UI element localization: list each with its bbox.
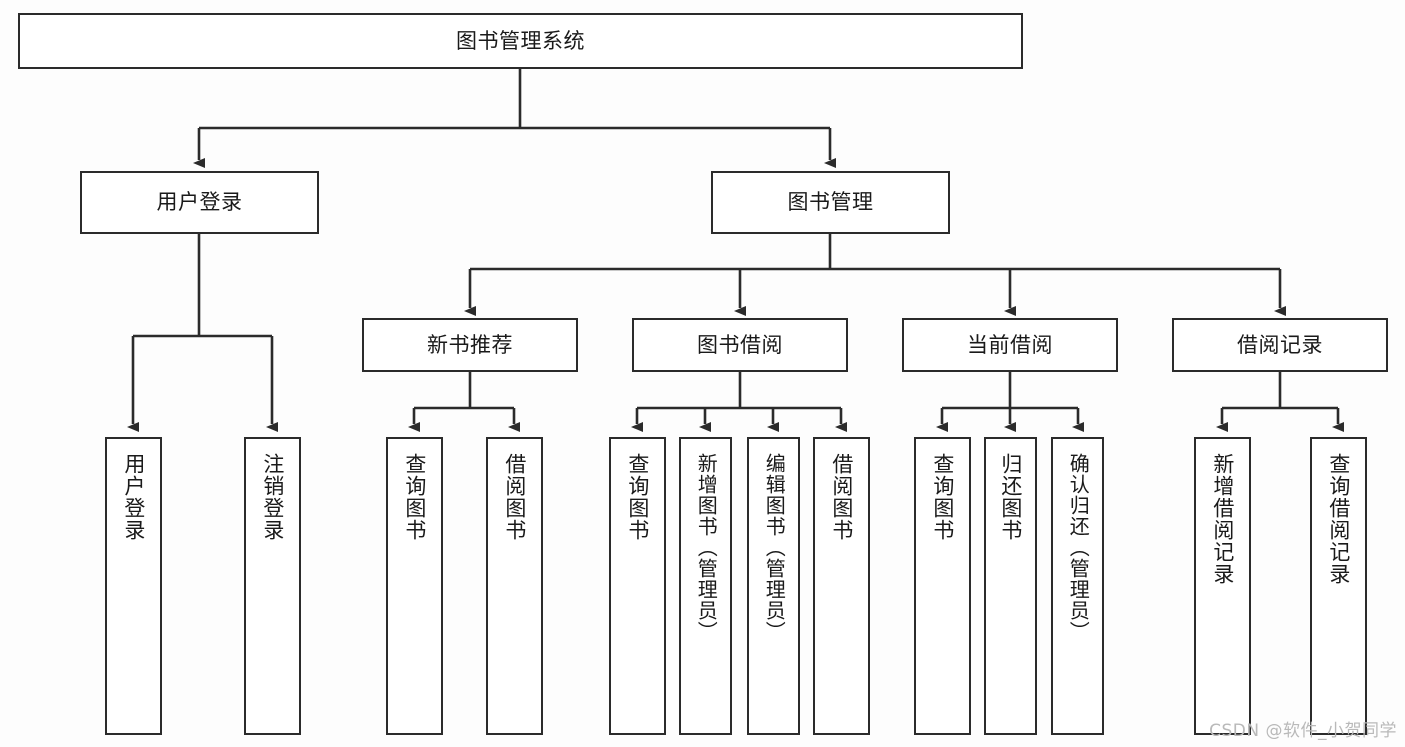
node-label: 当前借阅 <box>967 332 1053 357</box>
leaf-user-login-login[interactable]: 用户登录 <box>105 437 162 735</box>
leaf-book-borrow-add[interactable]: 新增图书（管理员） <box>679 437 732 735</box>
leaf-current-borrow-query[interactable]: 查询图书 <box>914 437 971 735</box>
node-label: 借阅记录 <box>1237 332 1323 357</box>
leaf-book-borrow-query[interactable]: 查询图书 <box>609 437 666 735</box>
leaf-current-borrow-return[interactable]: 归还图书 <box>984 437 1037 735</box>
node-root-system[interactable]: 图书管理系统 <box>18 13 1023 69</box>
node-label: 借阅图书 <box>502 453 527 541</box>
leaf-book-borrow-lend[interactable]: 借阅图书 <box>813 437 870 735</box>
node-label: 新增借阅记录 <box>1210 453 1235 585</box>
node-label: 借阅图书 <box>829 453 854 541</box>
node-book-borrow[interactable]: 图书借阅 <box>632 318 848 372</box>
node-borrow-record[interactable]: 借阅记录 <box>1172 318 1388 372</box>
leaf-current-borrow-confirm[interactable]: 确认归还（管理员） <box>1051 437 1104 735</box>
node-label: 查询借阅记录 <box>1326 453 1351 585</box>
node-new-book-recommend[interactable]: 新书推荐 <box>362 318 578 372</box>
node-label: 图书借阅 <box>697 332 783 357</box>
node-label: 图书管理 <box>787 190 874 215</box>
leaf-new-book-borrow[interactable]: 借阅图书 <box>486 437 543 735</box>
leaf-borrow-record-add[interactable]: 新增借阅记录 <box>1194 437 1251 735</box>
node-current-borrow[interactable]: 当前借阅 <box>902 318 1118 372</box>
node-label: 编辑图书（管理员） <box>762 453 787 642</box>
node-label: 图书管理系统 <box>456 28 585 53</box>
node-book-management[interactable]: 图书管理 <box>711 171 950 234</box>
node-label: 用户登录 <box>121 453 146 541</box>
node-label: 用户登录 <box>156 190 243 215</box>
leaf-user-login-logout[interactable]: 注销登录 <box>244 437 301 735</box>
node-label: 查询图书 <box>402 453 427 541</box>
node-user-login[interactable]: 用户登录 <box>80 171 319 234</box>
node-label: 注销登录 <box>260 453 285 541</box>
node-label: 确认归还（管理员） <box>1066 453 1091 642</box>
node-label: 新书推荐 <box>427 332 513 357</box>
node-label: 归还图书 <box>998 453 1023 541</box>
leaf-borrow-record-query[interactable]: 查询借阅记录 <box>1310 437 1367 735</box>
leaf-book-borrow-edit[interactable]: 编辑图书（管理员） <box>747 437 800 735</box>
node-label: 查询图书 <box>625 453 650 541</box>
leaf-new-book-query[interactable]: 查询图书 <box>386 437 443 735</box>
watermark-text: CSDN @软件_小贺同学 <box>1209 721 1397 741</box>
node-label: 新增图书（管理员） <box>694 453 719 642</box>
node-label: 查询图书 <box>930 453 955 541</box>
